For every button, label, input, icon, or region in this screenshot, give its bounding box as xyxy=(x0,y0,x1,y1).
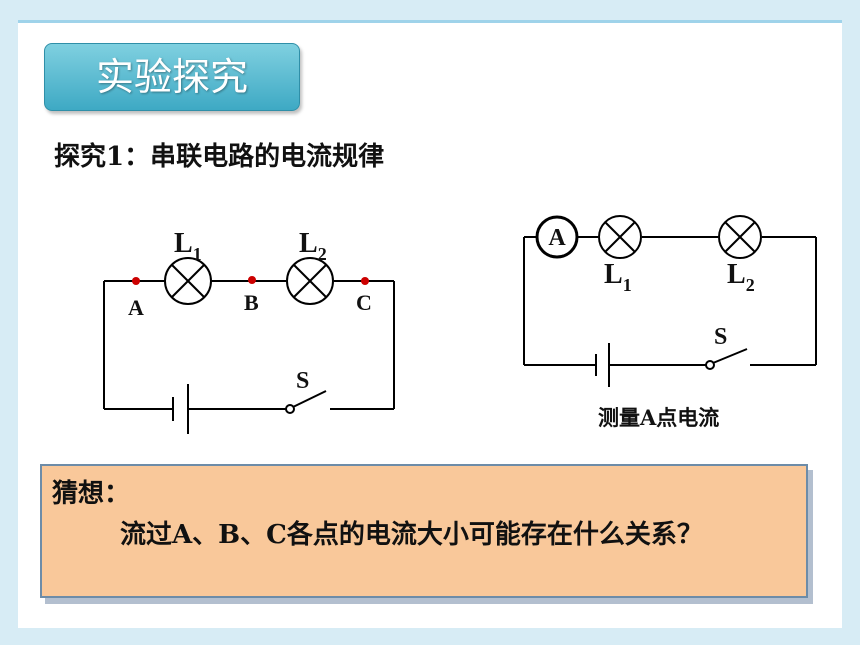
point-a-label: A xyxy=(128,295,144,320)
lamp-1-label: L1 xyxy=(604,259,632,295)
lamp-1-label: L1 xyxy=(174,228,202,264)
point-b-dot xyxy=(248,276,256,284)
lamp-2-label: L2 xyxy=(727,259,755,295)
point-c-dot xyxy=(361,277,369,285)
lamp-1 xyxy=(598,215,642,259)
slide-top-border xyxy=(18,20,842,23)
hypothesis-box: 猜想： 流过A、B、C各点的电流大小可能存在什么关系？ xyxy=(40,464,808,598)
switch-label: S xyxy=(296,368,309,394)
measure-caption: 测量A点电流 xyxy=(598,405,720,430)
switch-label: S xyxy=(714,324,727,350)
ammeter-label: A xyxy=(548,225,566,251)
lamp-2 xyxy=(718,215,762,259)
lamp-1 xyxy=(164,257,212,305)
series-circuit-1 xyxy=(103,257,395,434)
experiment-subtitle: 探究1：串联电路的电流规律 xyxy=(54,142,385,172)
bottom-band xyxy=(0,628,860,645)
series-circuit-2 xyxy=(523,215,817,387)
hypothesis-label: 猜想： xyxy=(52,479,131,509)
point-c-label: C xyxy=(356,290,372,315)
section-title: 实验探究 xyxy=(44,43,300,111)
ammeter xyxy=(535,215,579,259)
lamp-2-label: L2 xyxy=(299,228,327,264)
point-a-dot xyxy=(132,277,140,285)
switch-pivot xyxy=(705,360,715,370)
lamp-cross xyxy=(604,221,636,253)
lamp-cross xyxy=(724,221,756,253)
lamp-cross xyxy=(171,264,205,298)
switch-lever xyxy=(712,348,748,364)
lamp-cross xyxy=(293,264,327,298)
hypothesis-text: 流过A、B、C各点的电流大小可能存在什么关系？ xyxy=(120,520,703,550)
lamp-2 xyxy=(286,257,334,305)
switch-pivot xyxy=(285,404,295,414)
switch-lever xyxy=(292,390,327,408)
point-b-label: B xyxy=(244,290,259,315)
